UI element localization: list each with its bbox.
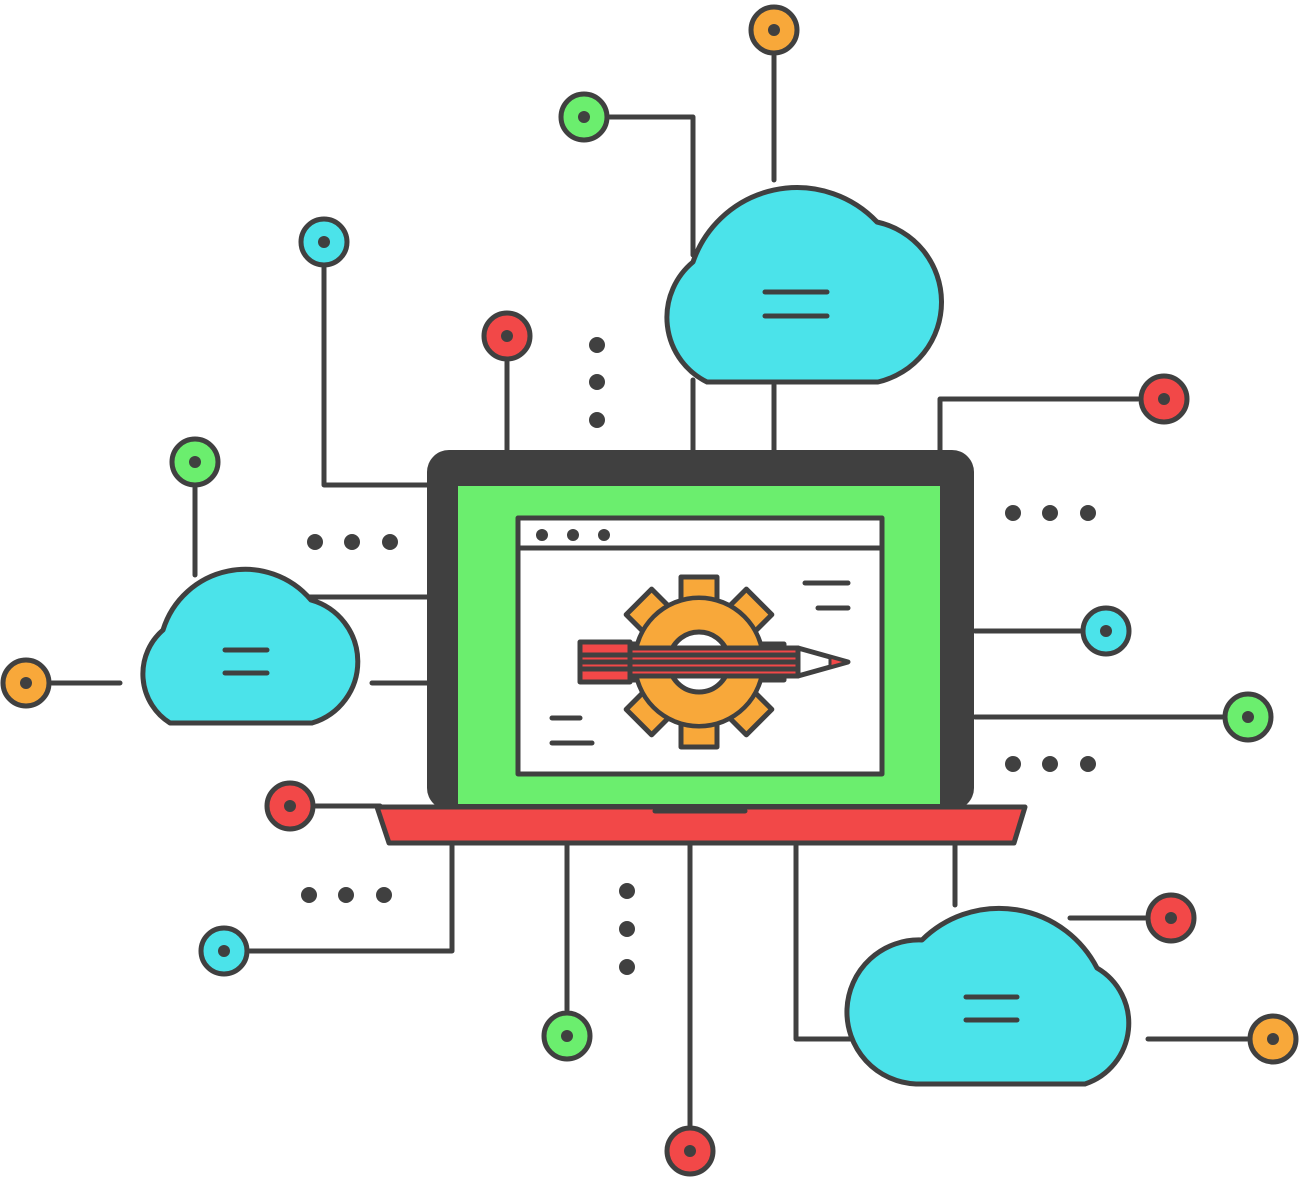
cloud-icon-top xyxy=(664,185,945,385)
circuit-node-icon xyxy=(264,780,316,832)
circuit-wires xyxy=(49,53,1250,1128)
circuit-node-icon xyxy=(1080,605,1132,657)
circuit-node-icon xyxy=(0,657,52,709)
cloud-icon-bottom-right xyxy=(844,905,1132,1087)
circuit-node-icon xyxy=(748,4,800,56)
dot-trails xyxy=(301,337,1096,975)
circuit-node-icon xyxy=(481,310,533,362)
circuit-node-icon xyxy=(198,925,250,977)
circuit-node-icon xyxy=(1222,691,1274,743)
laptop-icon xyxy=(374,450,1028,846)
circuit-node-icon xyxy=(1247,1013,1299,1065)
circuit-node-icon xyxy=(1138,373,1190,425)
laptop-keyboard-base xyxy=(374,804,1028,846)
circuit-node-icon xyxy=(541,1010,593,1062)
cloud-icon-left xyxy=(140,566,361,726)
pencil-icon xyxy=(577,639,851,685)
circuit-node-icon xyxy=(664,1125,716,1177)
circuit-node-icon xyxy=(558,91,610,143)
circuit-node-icon xyxy=(298,216,350,268)
circuit-nodes xyxy=(0,4,1299,1177)
circuit-node-icon xyxy=(1145,892,1197,944)
circuit-node-icon xyxy=(169,436,221,488)
